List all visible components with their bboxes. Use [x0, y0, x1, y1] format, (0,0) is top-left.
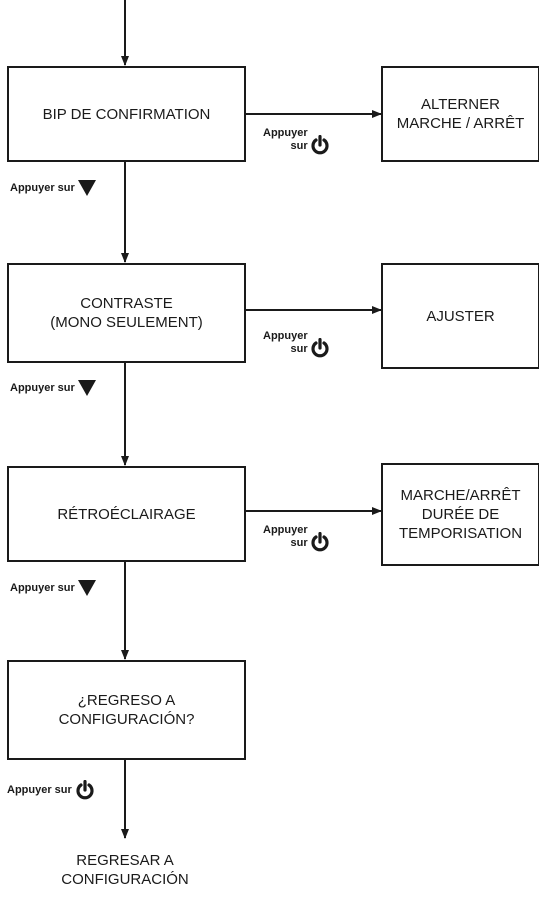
power-icon	[311, 135, 329, 155]
press-power-text-line2: sur	[290, 537, 308, 549]
down-triangle-icon	[77, 180, 96, 196]
press-power-text-line1: Appuyer	[263, 330, 308, 342]
next-step-text: Appuyer sur	[10, 582, 75, 594]
power-icon	[311, 532, 329, 552]
next-step-label: Appuyer sur	[10, 180, 96, 196]
press-power-text-line2: sur	[290, 140, 308, 152]
press-power-text-line1: Appuyer	[263, 127, 308, 139]
press-power-text-line1: Appuyer	[263, 524, 308, 536]
next-step-text: Appuyer sur	[10, 182, 75, 194]
final-step-label: Appuyer sur	[7, 780, 95, 800]
action-box-adjust: AJUSTER	[381, 263, 539, 369]
press-power-label: Appuyer sur	[263, 328, 330, 358]
press-power-text-line2: sur	[290, 343, 308, 355]
down-triangle-icon	[77, 380, 96, 396]
next-step-text: Appuyer sur	[10, 382, 75, 394]
down-triangle-icon	[77, 580, 96, 596]
final-result-text: REGRESAR A CONFIGURACIÓN	[61, 852, 189, 888]
menu-box-confirmation-beep: BIP DE CONFIRMATION	[7, 66, 246, 162]
press-power-label: Appuyer sur	[263, 522, 330, 552]
menu-box-return-to-config: ¿REGRESO A CONFIGURACIÓN?	[7, 660, 246, 760]
power-icon	[311, 338, 329, 358]
menu-box-backlight: RÉTROÉCLAIRAGE	[7, 466, 246, 562]
next-step-label: Appuyer sur	[10, 380, 96, 396]
final-step-text: Appuyer sur	[7, 784, 72, 796]
power-icon	[76, 780, 94, 800]
press-power-label: Appuyer sur	[263, 125, 330, 155]
menu-box-contrast: CONTRASTE (MONO SEULEMENT)	[7, 263, 246, 363]
next-step-label: Appuyer sur	[10, 580, 96, 596]
action-box-backlight-options: MARCHE/ARRÊT DURÉE DE TEMPORISATION	[381, 463, 539, 566]
action-box-toggle-on-off: ALTERNER MARCHE / ARRÊT	[381, 66, 539, 162]
